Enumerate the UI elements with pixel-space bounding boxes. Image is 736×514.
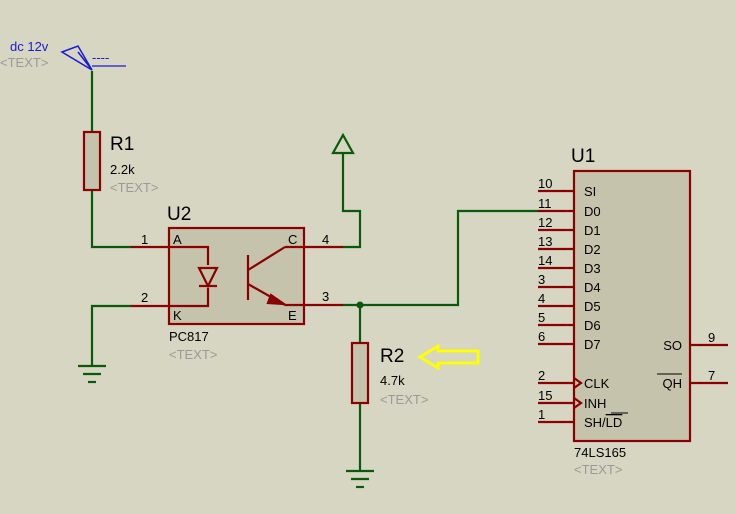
u1-pin-label: D0 — [584, 204, 601, 219]
phototransistor-icon — [246, 245, 304, 307]
r2-value: 4.7k — [380, 373, 405, 388]
u1-pin-number: 11 — [538, 196, 552, 211]
ground-icon — [346, 469, 374, 489]
wire-u2k-gnd — [90, 304, 131, 365]
u1-pin-qh[interactable]: 7QH — [657, 368, 728, 391]
u1-pin-number: 12 — [538, 215, 552, 230]
resistor-r2-body — [350, 341, 370, 405]
u1-pin-label: SO — [663, 338, 682, 353]
u1-pin-label: CLK — [584, 376, 610, 391]
highlight-arrow-icon — [417, 343, 480, 371]
r2-placeholder: <TEXT> — [380, 392, 428, 407]
led-icon — [169, 245, 219, 308]
u1-part: 74LS165 — [574, 445, 626, 460]
u1-pin-label: QH — [663, 376, 683, 391]
u2-body — [167, 226, 306, 326]
clock-edge-icon — [573, 397, 583, 409]
u1-pin-label: D2 — [584, 242, 601, 257]
u2-pin-c-label: C — [288, 232, 297, 247]
u1-pin-d6[interactable]: 5D6 — [538, 310, 601, 333]
u1-pin-label: D4 — [584, 280, 601, 295]
u1-pin-label: D5 — [584, 299, 601, 314]
u1-pin-d5[interactable]: 4D5 — [538, 291, 601, 314]
power-net-label: ---- — [92, 50, 109, 65]
power-label: dc 12v — [10, 39, 49, 54]
u1-pin-so[interactable]: 9SO — [663, 330, 728, 353]
wire-u2e-d0 — [343, 209, 538, 307]
r1-value: 2.2k — [110, 162, 135, 177]
u1-pin-label: D3 — [584, 261, 601, 276]
u1-pin-number: 10 — [538, 176, 552, 191]
u1-pin-number: 15 — [538, 388, 552, 403]
u1-pin-number: 9 — [708, 330, 715, 345]
ground-u2[interactable] — [78, 364, 106, 384]
ground-icon — [78, 364, 106, 384]
wire-u2c-vcc — [341, 153, 362, 249]
ic-u1[interactable]: U1 10SI11D012D113D214D33D44D55D66D72CLK1… — [538, 146, 728, 477]
u1-pin-number: 5 — [538, 310, 545, 325]
u1-placeholder: <TEXT> — [574, 462, 622, 477]
u1-pin-d4[interactable]: 3D4 — [538, 272, 601, 295]
wire-r1-u2a — [90, 190, 131, 249]
resistor-r1[interactable]: R1 2.2k <TEXT> — [82, 130, 158, 195]
u1-pin-sh-ld[interactable]: 1SH/LD — [538, 407, 628, 430]
u1-pin-number: 14 — [538, 253, 552, 268]
vcc-terminal[interactable] — [331, 132, 355, 155]
u1-pin-label: D1 — [584, 223, 601, 238]
u2-pin-2: 2 — [141, 290, 148, 305]
power-terminal[interactable]: dc 12v <TEXT> ---- — [0, 39, 126, 71]
wires — [90, 71, 538, 470]
u1-pin-label: D7 — [584, 337, 601, 352]
u2-pin-1: 1 — [141, 232, 148, 247]
u2-pin-a-label: A — [173, 232, 182, 247]
resistor-r2[interactable]: R2 4.7k <TEXT> — [350, 341, 428, 407]
u2-placeholder: <TEXT> — [169, 347, 217, 362]
u2-part: PC817 — [169, 329, 209, 344]
optocoupler-u2[interactable]: U2 1 2 4 3 A K C E PC817 <TEXT — [131, 204, 343, 362]
u2-pin-4: 4 — [322, 232, 329, 247]
resistor-r1-body — [82, 130, 102, 192]
ground-r2[interactable] — [346, 469, 374, 489]
junction-dot — [356, 301, 364, 309]
u1-pin-label: SH/LD — [584, 415, 622, 430]
u1-pin-number: 2 — [538, 368, 545, 383]
vcc-arrow-icon — [331, 132, 355, 155]
u2-ref: U2 — [167, 204, 191, 225]
u1-pin-number: 6 — [538, 329, 545, 344]
u1-pin-number: 7 — [708, 368, 715, 383]
power-placeholder: <TEXT> — [0, 55, 48, 70]
r2-ref: R2 — [380, 346, 404, 367]
r1-ref: R1 — [110, 134, 134, 155]
u2-pin-e-label: E — [288, 308, 297, 323]
u1-pin-label: SI — [584, 184, 596, 199]
r1-placeholder: <TEXT> — [110, 180, 158, 195]
power-terminal-icon — [60, 45, 93, 71]
u2-pin-k-label: K — [173, 308, 182, 323]
u1-body — [572, 169, 692, 443]
u1-pin-number: 13 — [538, 234, 552, 249]
clock-edge-icon — [573, 377, 583, 389]
u1-pin-label: D6 — [584, 318, 601, 333]
u1-pin-number: 4 — [538, 291, 545, 306]
u2-pin-3: 3 — [322, 289, 329, 304]
u1-pin-number: 3 — [538, 272, 545, 287]
u1-pin-label: INH — [584, 396, 606, 411]
u1-ref: U1 — [571, 146, 595, 167]
u1-pin-number: 1 — [538, 407, 545, 422]
u1-pin-d7[interactable]: 6D7 — [538, 329, 601, 352]
